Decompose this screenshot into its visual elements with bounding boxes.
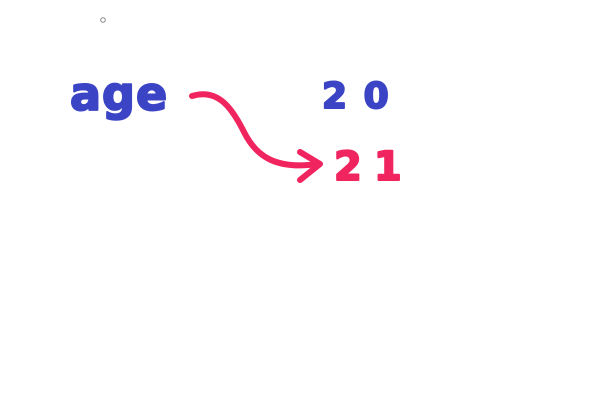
curved-arrow-icon [189, 91, 323, 183]
old-value-text: 2 0 [322, 76, 391, 117]
cursor-dot-icon [100, 17, 106, 23]
new-value-text: 21 [334, 144, 414, 190]
variable-name-text: age [70, 67, 168, 121]
